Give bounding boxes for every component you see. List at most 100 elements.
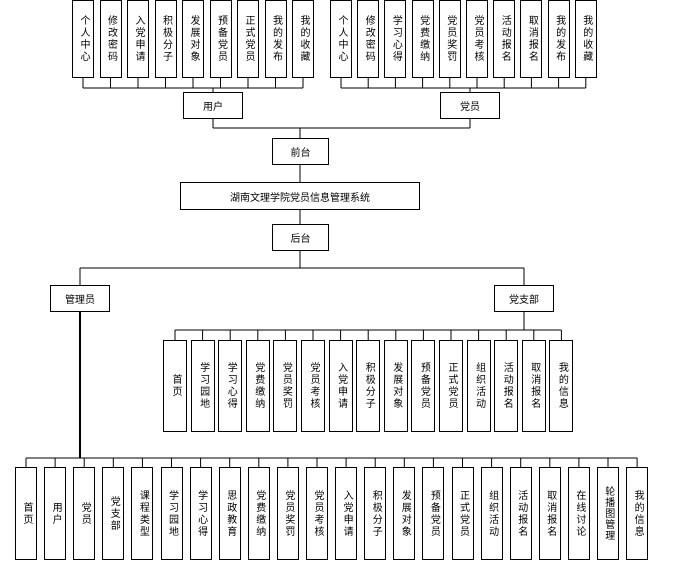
member-function-box: 党费缴纳 xyxy=(411,0,434,78)
user-function-box: 积极分子 xyxy=(154,0,177,78)
admin-function-box: 党员 xyxy=(73,467,96,560)
branch-function-box: 学习心得 xyxy=(218,340,243,432)
admin-function-box: 课程类型 xyxy=(131,467,154,560)
branch-function-label: 党员奖罚 xyxy=(280,362,292,410)
member-function-label: 活动报名 xyxy=(499,15,511,63)
member-function-box: 我的发布 xyxy=(547,0,570,78)
admin-function-label: 在线讨论 xyxy=(573,489,585,538)
user-node: 用户 xyxy=(183,92,243,119)
member-function-label: 个人中心 xyxy=(336,15,347,63)
user-function-label: 我的收藏 xyxy=(298,15,309,63)
branch-function-label: 我的信息 xyxy=(556,362,568,410)
backend-label: 后台 xyxy=(290,234,311,245)
user-function-box: 我的收藏 xyxy=(292,0,314,78)
backend-node: 后台 xyxy=(272,224,329,251)
member-function-box: 党员奖罚 xyxy=(438,0,461,78)
member-function-label: 党费缴纳 xyxy=(417,15,429,63)
admin-function-label: 学习心得 xyxy=(195,489,207,538)
branch-function-box: 首页 xyxy=(163,340,187,432)
branch-function-box: 发展对象 xyxy=(383,340,408,432)
user-function-label: 发展对象 xyxy=(188,15,199,63)
admin-function-label: 学习园地 xyxy=(166,489,178,538)
admin-function-label: 积极分子 xyxy=(370,489,382,538)
member-function-label: 党员奖罚 xyxy=(444,15,456,63)
admin-function-box: 积极分子 xyxy=(364,467,387,560)
admin-function-label: 发展对象 xyxy=(399,489,411,538)
branch-function-box: 入党申请 xyxy=(328,340,353,432)
admin-function-box: 思政教育 xyxy=(218,467,241,560)
user-function-box: 修改密码 xyxy=(99,0,122,78)
admin-function-box: 首页 xyxy=(15,467,37,560)
user-function-box: 预备党员 xyxy=(209,0,232,78)
member-function-label: 修改密码 xyxy=(363,15,375,63)
admin-function-box: 发展对象 xyxy=(393,467,416,560)
member-function-label: 党员考核 xyxy=(472,15,483,63)
branch-function-label: 党费缴纳 xyxy=(252,362,264,410)
user-function-label: 修改密码 xyxy=(105,15,117,63)
admin-node: 管理员 xyxy=(50,285,110,312)
user-label: 用户 xyxy=(203,102,223,113)
branch-function-label: 首页 xyxy=(170,374,181,398)
admin-function-box: 我的信息 xyxy=(626,467,649,560)
admin-function-box: 轮播图管理 xyxy=(597,467,619,560)
branch-function-box: 预备党员 xyxy=(411,340,436,432)
user-function-box: 我的发布 xyxy=(264,0,287,78)
branch-label: 党支部 xyxy=(509,295,539,306)
admin-function-label: 思政教育 xyxy=(224,489,236,538)
member-function-box: 取消报名 xyxy=(520,0,543,78)
member-function-label: 学习心得 xyxy=(390,15,402,63)
branch-function-box: 取消报名 xyxy=(521,340,546,432)
admin-function-box: 学习园地 xyxy=(160,467,183,560)
admin-function-box: 党员考核 xyxy=(306,467,328,560)
admin-function-label: 党员 xyxy=(79,501,91,526)
branch-function-box: 正式党员 xyxy=(439,340,463,432)
system-title: 湖南文理学院党员信息管理系统 xyxy=(230,192,370,204)
member-label: 党员 xyxy=(460,102,480,113)
admin-function-box: 取消报名 xyxy=(538,467,561,560)
admin-function-label: 预备党员 xyxy=(428,489,440,538)
branch-function-box: 活动报名 xyxy=(494,340,519,432)
admin-label: 管理员 xyxy=(65,295,95,306)
admin-function-label: 组织活动 xyxy=(486,489,498,538)
member-function-box: 个人中心 xyxy=(330,0,352,78)
admin-function-box: 在线讨论 xyxy=(567,467,590,560)
member-function-label: 取消报名 xyxy=(526,15,538,63)
branch-function-label: 组织活动 xyxy=(473,362,485,410)
user-function-box: 个人中心 xyxy=(72,0,94,78)
branch-node: 党支部 xyxy=(494,285,554,312)
user-function-box: 发展对象 xyxy=(182,0,204,78)
branch-function-box: 党员考核 xyxy=(301,340,325,432)
branch-function-box: 学习园地 xyxy=(190,340,215,432)
admin-function-box: 预备党员 xyxy=(422,467,445,560)
user-function-label: 我的发布 xyxy=(270,15,282,63)
branch-function-box: 积极分子 xyxy=(356,340,381,432)
user-function-box: 入党申请 xyxy=(127,0,149,78)
branch-function-box: 组织活动 xyxy=(466,340,491,432)
member-function-label: 我的收藏 xyxy=(580,15,592,63)
member-function-label: 我的发布 xyxy=(553,15,565,63)
user-function-label: 正式党员 xyxy=(243,15,254,63)
branch-function-label: 入党申请 xyxy=(335,362,347,410)
admin-function-label: 正式党员 xyxy=(457,489,469,538)
user-function-label: 积极分子 xyxy=(160,15,172,63)
admin-function-label: 党员考核 xyxy=(312,489,323,538)
user-function-box: 正式党员 xyxy=(237,0,259,78)
branch-function-label: 活动报名 xyxy=(501,362,513,410)
branch-function-box: 我的信息 xyxy=(549,340,574,432)
admin-function-label: 党支部 xyxy=(108,495,120,532)
admin-function-label: 入党申请 xyxy=(341,489,353,538)
user-function-label: 入党申请 xyxy=(133,15,144,63)
member-function-box: 活动报名 xyxy=(493,0,516,78)
admin-function-box: 党费缴纳 xyxy=(247,467,270,560)
member-function-box: 学习心得 xyxy=(384,0,407,78)
branch-function-label: 预备党员 xyxy=(418,362,430,410)
admin-function-box: 组织活动 xyxy=(480,467,503,560)
member-function-box: 我的收藏 xyxy=(574,0,597,78)
user-function-label: 预备党员 xyxy=(215,15,227,63)
branch-function-label: 积极分子 xyxy=(363,362,375,410)
admin-function-label: 轮播图管理 xyxy=(602,486,614,541)
branch-function-label: 学习园地 xyxy=(197,362,209,410)
branch-function-box: 党费缴纳 xyxy=(245,340,270,432)
